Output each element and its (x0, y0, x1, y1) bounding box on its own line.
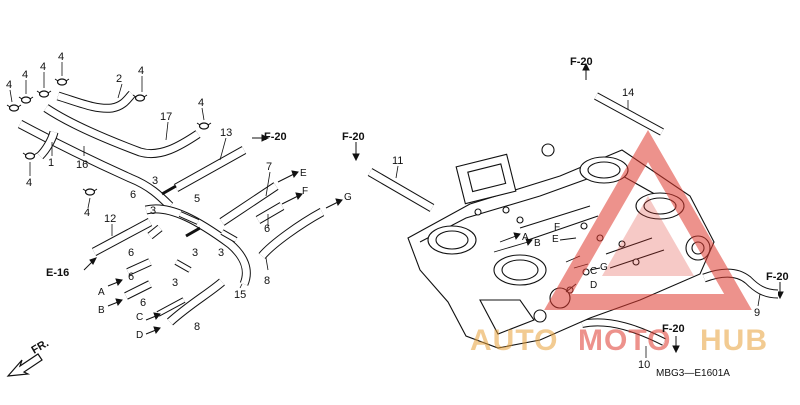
ref-f20-bottom: F-20 (662, 323, 685, 335)
letter-e-left: E (300, 168, 307, 179)
diagram-code: MBG3—E1601A (656, 368, 730, 379)
letter-c-center: C (590, 266, 597, 277)
front-arrow-icon (6, 353, 43, 377)
label-hose-13: 13 (220, 127, 232, 139)
label-hose-14: 14 (622, 87, 634, 99)
label-tube-3d: 3 (218, 247, 224, 259)
label-hose-9: 9 (754, 307, 760, 319)
label-clamp-4a: 4 (6, 79, 12, 91)
label-hose-12: 12 (104, 213, 116, 225)
part-number-labels: 4 4 4 4 4 4 4 4 2 17 1 16 12 13 6 3 3 5 … (6, 51, 760, 371)
letter-d-left: D (136, 330, 143, 341)
label-clamp-4d: 4 (58, 51, 64, 63)
ref-f20-left: F-20 (264, 131, 287, 143)
label-clamp-4h: 4 (84, 207, 90, 219)
label-tube-5: 5 (194, 193, 200, 205)
label-tube-6a: 6 (130, 189, 136, 201)
leader-lines (9, 62, 761, 358)
watermark-text-hub: HUB (700, 324, 768, 357)
label-hose-17: 17 (160, 111, 172, 123)
letter-g-left: G (344, 192, 352, 203)
ref-e16: E-16 (46, 267, 69, 279)
label-tube-6c: 6 (128, 271, 134, 283)
label-hose-15: 15 (234, 289, 246, 301)
front-label: FR. (30, 337, 51, 356)
front-arrow: FR. (6, 337, 51, 377)
letter-b-center: B (534, 238, 541, 249)
label-clamp-4e: 4 (138, 65, 144, 77)
ref-f20-right: F-20 (766, 271, 789, 283)
watermark-text-moto: MOTO (578, 324, 671, 357)
connection-letters: A B C D E F G A B E F G C D (98, 168, 608, 341)
label-hose-1: 1 (48, 157, 54, 169)
label-hose-8b: 8 (194, 321, 200, 333)
arrows (83, 62, 784, 354)
label-hose-11: 11 (392, 155, 403, 167)
reference-labels: F-20 F-20 F-20 F-20 F-20 E-16 (46, 56, 789, 335)
letter-c-left: C (136, 312, 143, 323)
label-tube-3a: 3 (152, 175, 158, 187)
label-hose-8a: 8 (264, 275, 270, 287)
letter-g-center: G (600, 262, 608, 273)
label-clamp-4c: 4 (40, 61, 46, 73)
ref-f20-top: F-20 (570, 56, 593, 68)
label-tube-6e: 6 (264, 223, 270, 235)
letter-b-left: B (98, 305, 105, 316)
label-hose-10: 10 (638, 359, 650, 371)
label-hose-7: 7 (266, 161, 272, 173)
left-hose-group (17, 90, 325, 326)
ref-f20-center: F-20 (342, 131, 365, 143)
letter-f-center: F (554, 222, 560, 233)
label-tube-6b: 6 (128, 247, 134, 259)
label-tube-3b: 3 (150, 205, 156, 217)
label-tube-3c: 3 (192, 247, 198, 259)
letter-a-center: A (522, 232, 529, 243)
watermark: AUTO MOTO HUB (470, 129, 768, 357)
letter-a-left: A (98, 287, 105, 298)
letter-d-center: D (590, 280, 597, 291)
label-clamp-4b: 4 (22, 69, 28, 81)
label-hose-16: 16 (76, 159, 88, 171)
letter-f-left: F (302, 186, 308, 197)
right-hoses (367, 92, 779, 346)
label-tube-3e: 3 (172, 277, 178, 289)
watermark-text-auto: AUTO (470, 324, 558, 357)
label-clamp-4g: 4 (26, 177, 32, 189)
label-clamp-4f: 4 (198, 97, 204, 109)
letter-e-center: E (552, 234, 559, 245)
label-tube-6d: 6 (140, 297, 146, 309)
label-hose-2: 2 (116, 73, 122, 85)
